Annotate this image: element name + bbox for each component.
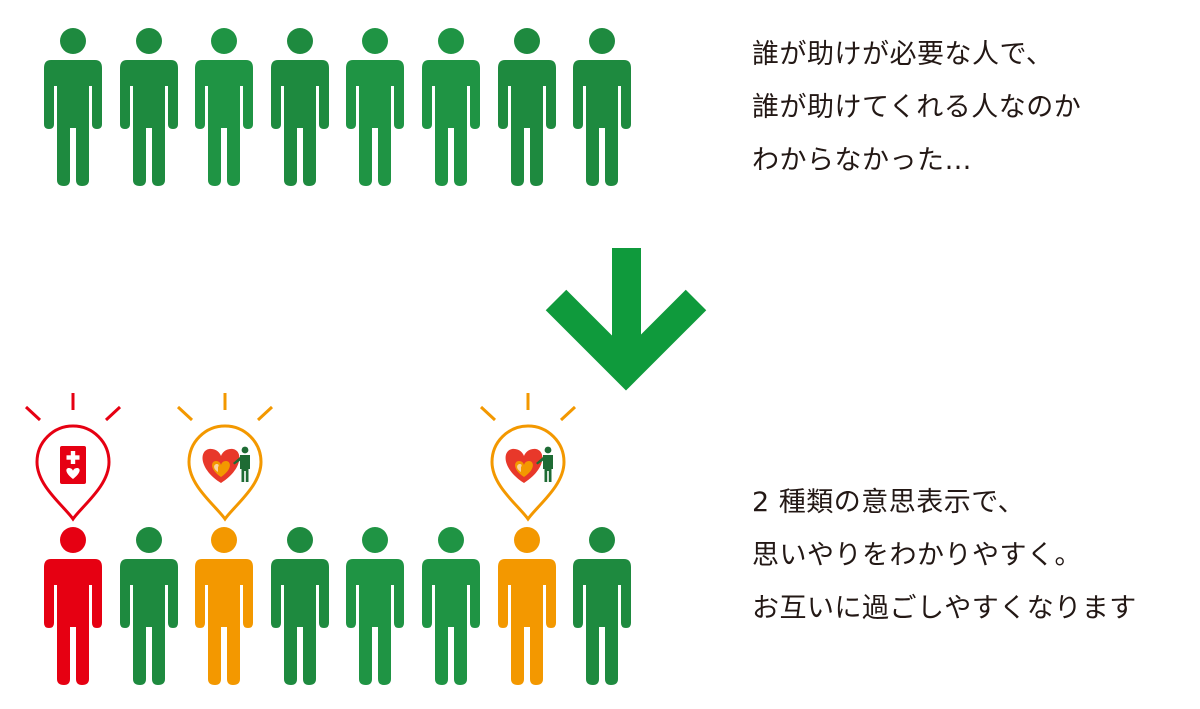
- person-figure: [498, 28, 556, 186]
- glow-ray: [24, 405, 42, 422]
- top-figure-row: [44, 28, 631, 186]
- glow-ray: [176, 405, 194, 422]
- person-figure-help: [44, 527, 102, 685]
- person-figure: [120, 28, 178, 186]
- person-figure: [573, 527, 631, 685]
- person-figure: [271, 527, 329, 685]
- support-mark-pin: [479, 393, 577, 521]
- help-mark-pin: [24, 393, 122, 521]
- top-caption: 誰が助けが必要な人で、 誰が助けてくれる人なのか わからなかった…: [752, 28, 1081, 187]
- person-figure: [346, 527, 404, 685]
- person-figure: [44, 28, 102, 186]
- support-mark-pin: [176, 393, 274, 521]
- help-mark-card-icon: [60, 446, 86, 484]
- bottom-caption: 2 種類の意思表示で、 思いやりをわかりやすく。 お互いに過ごしやすくなります: [752, 476, 1137, 635]
- glow-ray: [256, 405, 274, 422]
- caption-line: わからなかった…: [752, 145, 972, 176]
- glow-ray: [104, 405, 122, 422]
- caption-line: 2 種類の意思表示で、: [752, 487, 1026, 518]
- person-figure: [195, 28, 253, 186]
- marks-layer: [24, 393, 577, 521]
- person-figure: [422, 527, 480, 685]
- person-figure-support: [195, 527, 253, 685]
- caption-line: 誰が助けてくれる人なのか: [752, 92, 1082, 123]
- person-figure: [271, 28, 329, 186]
- caption-line: お互いに過ごしやすくなります: [752, 593, 1137, 624]
- caption-line: 誰が助けが必要な人で、: [752, 39, 1054, 70]
- person-figure: [120, 527, 178, 685]
- glow-ray: [479, 405, 497, 422]
- person-figure-support: [498, 527, 556, 685]
- glow-ray: [559, 405, 577, 422]
- down-arrow-icon: [545, 248, 707, 391]
- bottom-figure-row: [44, 527, 631, 685]
- person-figure: [346, 28, 404, 186]
- person-figure: [422, 28, 480, 186]
- caption-line: 思いやりをわかりやすく。: [752, 540, 1082, 571]
- person-figure: [573, 28, 631, 186]
